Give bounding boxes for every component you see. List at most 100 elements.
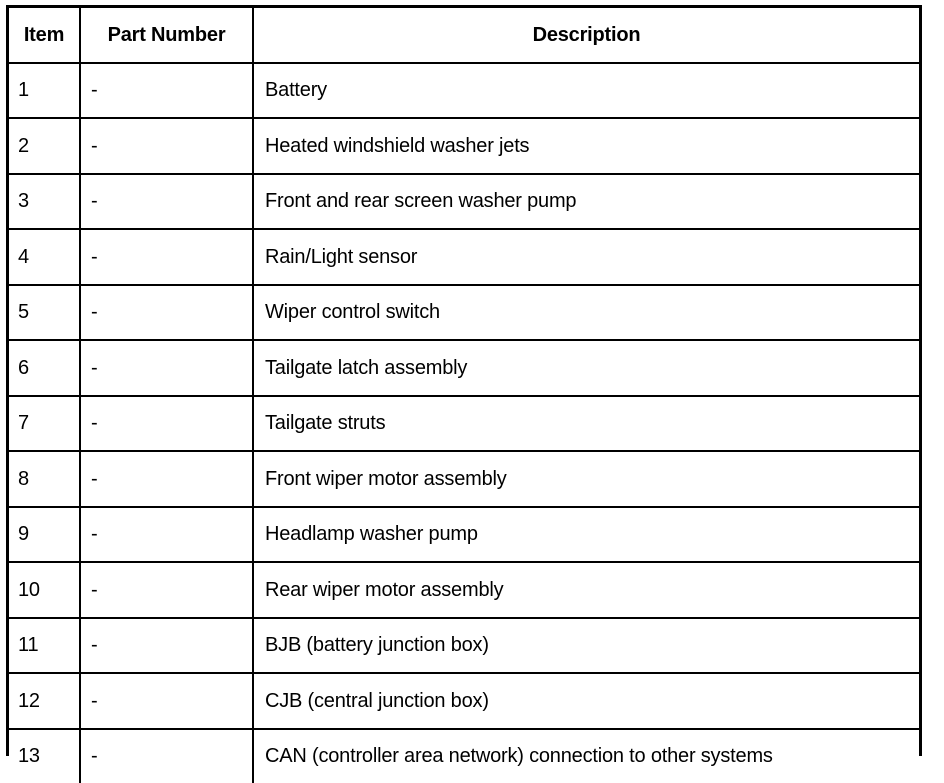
cell-part-number-text: - [91,246,252,268]
cell-part-number-text: - [91,468,252,490]
cell-item-text: 4 [18,246,79,268]
cell-part-number: - [80,63,253,119]
cell-part-number: - [80,285,253,341]
cell-description: Rain/Light sensor [253,229,919,285]
table-row: 6 - Tailgate latch assembly [9,340,919,396]
cell-part-number-text: - [91,634,252,656]
cell-item-text: 3 [18,190,79,212]
cell-part-number: - [80,673,253,729]
cell-part-number: - [80,729,253,783]
cell-description-text: Tailgate latch assembly [265,357,919,379]
cell-item-text: 13 [18,745,79,767]
cell-part-number-text: - [91,412,252,434]
cell-item: 9 [9,507,80,563]
cell-part-number-text: - [91,690,252,712]
cell-description: Wiper control switch [253,285,919,341]
cell-item: 11 [9,618,80,674]
cell-description: BJB (battery junction box) [253,618,919,674]
cell-description: Front wiper motor assembly [253,451,919,507]
cell-item: 5 [9,285,80,341]
cell-item: 7 [9,396,80,452]
cell-description: Tailgate struts [253,396,919,452]
table-row: 13 - CAN (controller area network) conne… [9,729,919,783]
cell-item-text: 1 [18,79,79,101]
column-header-description-label: Description [254,24,919,46]
cell-description-text: Tailgate struts [265,412,919,434]
cell-item: 3 [9,174,80,230]
cell-description: Front and rear screen washer pump [253,174,919,230]
table-row: 9 - Headlamp washer pump [9,507,919,563]
cell-item-text: 2 [18,135,79,157]
cell-item: 10 [9,562,80,618]
cell-part-number-text: - [91,135,252,157]
cell-item-text: 11 [18,634,79,656]
table-row: 11 - BJB (battery junction box) [9,618,919,674]
cell-item-text: 12 [18,690,79,712]
column-header-part-number-label: Part Number [81,24,252,46]
cell-item: 6 [9,340,80,396]
cell-part-number: - [80,229,253,285]
page-root: Item Part Number Description 1 - Battery [0,0,944,762]
cell-item-text: 9 [18,523,79,545]
cell-item: 8 [9,451,80,507]
column-header-item-label: Item [9,24,79,46]
parts-description-table: Item Part Number Description 1 - Battery [9,8,919,783]
cell-description: Rear wiper motor assembly [253,562,919,618]
cell-item: 13 [9,729,80,783]
cell-part-number: - [80,174,253,230]
table-row: 5 - Wiper control switch [9,285,919,341]
table-row: 10 - Rear wiper motor assembly [9,562,919,618]
parts-table-container: Item Part Number Description 1 - Battery [6,5,922,756]
cell-part-number-text: - [91,745,252,767]
cell-description: CJB (central junction box) [253,673,919,729]
column-header-part-number: Part Number [80,8,253,63]
column-header-item: Item [9,8,80,63]
cell-part-number-text: - [91,190,252,212]
cell-item-text: 5 [18,301,79,323]
column-header-description: Description [253,8,919,63]
table-row: 12 - CJB (central junction box) [9,673,919,729]
cell-description-text: CAN (controller area network) connection… [265,745,919,767]
table-row: 7 - Tailgate struts [9,396,919,452]
cell-item: 1 [9,63,80,119]
cell-part-number: - [80,562,253,618]
table-row: 1 - Battery [9,63,919,119]
table-row: 8 - Front wiper motor assembly [9,451,919,507]
cell-description-text: Rear wiper motor assembly [265,579,919,601]
cell-description-text: Battery [265,79,919,101]
table-header: Item Part Number Description [9,8,919,63]
table-row: 3 - Front and rear screen washer pump [9,174,919,230]
cell-description-text: Wiper control switch [265,301,919,323]
cell-item: 4 [9,229,80,285]
cell-description: Heated windshield washer jets [253,118,919,174]
cell-part-number-text: - [91,579,252,601]
table-body: 1 - Battery 2 - Heated windshield washer… [9,63,919,783]
cell-description-text: CJB (central junction box) [265,690,919,712]
cell-description-text: Front and rear screen washer pump [265,190,919,212]
table-row: 4 - Rain/Light sensor [9,229,919,285]
cell-description: Battery [253,63,919,119]
cell-part-number: - [80,618,253,674]
cell-description: Tailgate latch assembly [253,340,919,396]
cell-description: Headlamp washer pump [253,507,919,563]
cell-description-text: Rain/Light sensor [265,246,919,268]
cell-part-number: - [80,118,253,174]
cell-item: 2 [9,118,80,174]
cell-description-text: Front wiper motor assembly [265,468,919,490]
cell-item-text: 8 [18,468,79,490]
cell-description: CAN (controller area network) connection… [253,729,919,783]
cell-item-text: 10 [18,579,79,601]
cell-part-number: - [80,340,253,396]
table-row: 2 - Heated windshield washer jets [9,118,919,174]
cell-item-text: 6 [18,357,79,379]
cell-description-text: BJB (battery junction box) [265,634,919,656]
cell-part-number: - [80,451,253,507]
table-header-row: Item Part Number Description [9,8,919,63]
cell-description-text: Heated windshield washer jets [265,135,919,157]
cell-part-number-text: - [91,523,252,545]
cell-part-number: - [80,396,253,452]
cell-item: 12 [9,673,80,729]
cell-part-number-text: - [91,357,252,379]
cell-part-number-text: - [91,79,252,101]
cell-part-number-text: - [91,301,252,323]
